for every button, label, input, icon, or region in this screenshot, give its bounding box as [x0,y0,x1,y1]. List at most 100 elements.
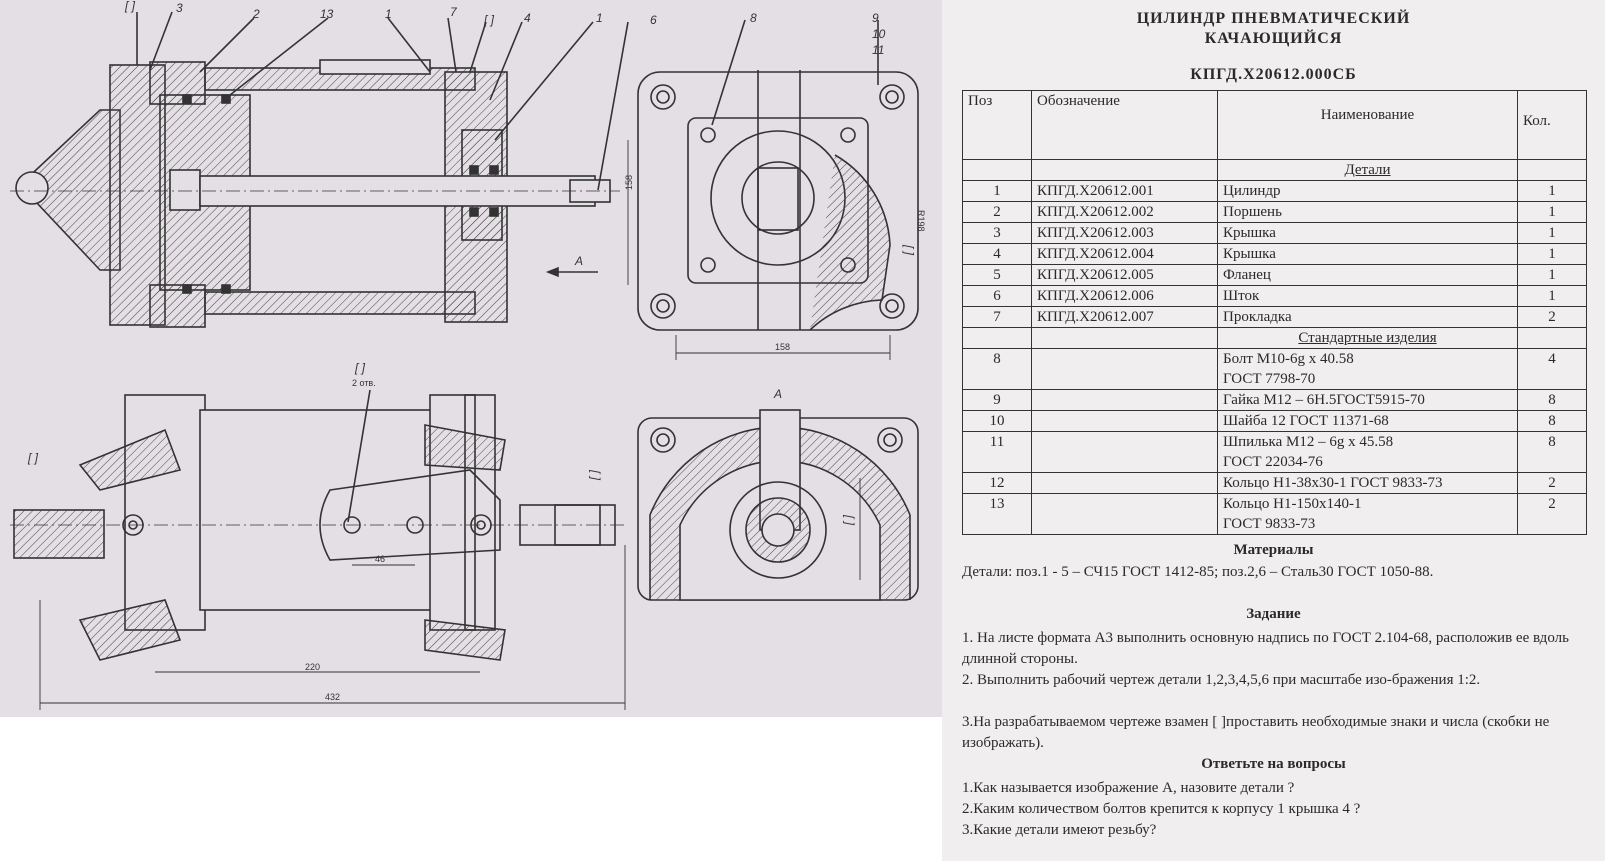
dim-220: 220 [305,662,320,672]
cell-designation [1031,410,1218,432]
cell-qty: 8 [1517,431,1587,473]
task-item-1: 1. На листе формата А3 выполнить основну… [962,630,1569,667]
tolerance-label: [ ] [354,361,366,375]
callout-bracket-2: [ ] [483,13,495,27]
cell-name: Крышка [1217,222,1518,244]
cell-name-line2: ГОСТ 9833-73 [1223,516,1316,532]
section-standard: Стандартные изделия [1217,327,1518,349]
cell-name: Фланец [1217,264,1518,286]
questions-title: Ответьте на вопросы [1201,756,1346,772]
cell-qty: 1 [1517,201,1587,223]
cell-pos: 12 [962,472,1032,494]
cell-qty: 2 [1517,306,1587,328]
cell-name: Шток [1217,285,1518,307]
cell-name: Шайба 12 ГОСТ 11371-68 [1217,410,1518,432]
cell-name-line1: Кольцо Н1-38х30-1 ГОСТ 9833-73 [1223,475,1443,491]
cell-pos: 6 [962,285,1032,307]
cell-qty: 1 [1517,243,1587,265]
cell-designation: КПГД.Х20612.006 [1031,285,1218,307]
cell-name: Прокладка [1217,306,1518,328]
cell-designation [1031,472,1218,494]
cell-pos: 8 [962,348,1032,390]
dim-432: 432 [325,692,340,702]
cell-pos: 11 [962,431,1032,473]
callout-11: 11 [872,43,884,57]
spec-code: КПГД.Х20612.000СБ [1190,66,1357,83]
cell-qty: 1 [1517,264,1587,286]
dim-158-vertical: 158 [624,175,634,190]
cell-designation: КПГД.Х20612.003 [1031,222,1218,244]
bracket-label-1: [ ] [902,244,916,256]
cell-qty: 8 [1517,410,1587,432]
cell-qty: 2 [1517,472,1587,494]
callout-2: 2 [252,7,260,21]
spec-title-line2: КАЧАЮЩИЙСЯ [1204,30,1343,47]
callout-10: 10 [872,27,886,41]
plan-view [10,389,626,710]
cell-pos: 13 [962,493,1032,535]
callout-3: 3 [176,1,183,15]
callout-9: 9 [872,11,879,25]
cell-designation [1031,493,1218,535]
section-details: Детали [1217,159,1518,181]
cell-designation [1031,431,1218,473]
cell-name-line1: Болт М10-6g x 40.58 [1223,351,1354,367]
section-label-a: A [574,254,583,268]
bracket-label-3: [ ] [587,469,601,481]
cell-qty: 2 [1517,493,1587,535]
callout-8: 8 [750,11,757,25]
cell-name-line1: Шайба 12 ГОСТ 11371-68 [1223,413,1389,429]
task-title: Задание [1246,606,1301,622]
cell-designation: КПГД.Х20612.002 [1031,201,1218,223]
task-item-2: 2. Выполнить рабочий чертеж детали 1,2,3… [962,672,1481,688]
cell-name-line2: ГОСТ 22034-76 [1223,454,1323,470]
materials-text: Детали: поз.1 - 5 – СЧ15 ГОСТ 1412-85; п… [962,564,1434,580]
cell-pos: 1 [962,180,1032,202]
bracket-label-2: [ ] [27,451,39,465]
header-name: Наименование [1217,90,1518,160]
tolerance-sub: 2 отв. [352,378,376,388]
cell-pos: 9 [962,389,1032,411]
header-qty: Кол. [1517,90,1587,160]
callout-6: 6 [650,13,657,27]
callout-labels: [ ] 3 2 13 1 7 [ ] 4 1 6 8 9 10 11 A A [… [27,0,926,702]
question-3: 3.Какие детали имеют резьбу? [962,822,1157,838]
specification-sheet: ЦИЛИНДР ПНЕВМАТИЧЕСКИЙ КАЧАЮЩИЙСЯ КПГД.Х… [942,0,1605,861]
view-a [637,409,919,601]
cell-pos: 2 [962,201,1032,223]
cell-qty: 1 [1517,285,1587,307]
table-header-row: Поз Обозначение Наименование Кол. [962,90,1587,160]
cell-name-line1: Шпилька М12 – 6g x 45.58 [1223,434,1394,450]
section-row-details: Детали [962,159,1587,181]
spec-title-line1: ЦИЛИНДР ПНЕВМАТИЧЕСКИЙ [1136,10,1411,27]
section-row-standard: Стандартные изделия [962,327,1587,349]
callout-bracket-1: [ ] [124,0,136,13]
callout-13: 13 [320,7,334,21]
cell-name: Цилиндр [1217,180,1518,202]
header-pos: Поз [962,90,1032,160]
cell-name: Поршень [1217,201,1518,223]
cell-designation: КПГД.Х20612.001 [1031,180,1218,202]
cell-name-line1: Кольцо Н1-150х140-1 [1223,496,1362,512]
callout-4: 4 [524,11,531,25]
table-row: 12 Кольцо Н1-38х30-1 ГОСТ 9833-73 2 [962,472,1587,494]
cell-name: Крышка [1217,243,1518,265]
header-designation: Обозначение [1031,90,1218,160]
cell-qty: 1 [1517,180,1587,202]
cell-qty: 1 [1517,222,1587,244]
question-2: 2.Каким количеством болтов крепится к ко… [962,801,1361,817]
question-1: 1.Как называется изображение А, назовите… [962,780,1295,796]
cell-name-line2: ГОСТ 7798-70 [1223,371,1316,387]
cell-pos: 7 [962,306,1032,328]
assembly-drawing: [ ] 3 2 13 1 7 [ ] 4 1 6 8 9 10 11 A A [… [0,0,942,717]
cell-pos: 5 [962,264,1032,286]
